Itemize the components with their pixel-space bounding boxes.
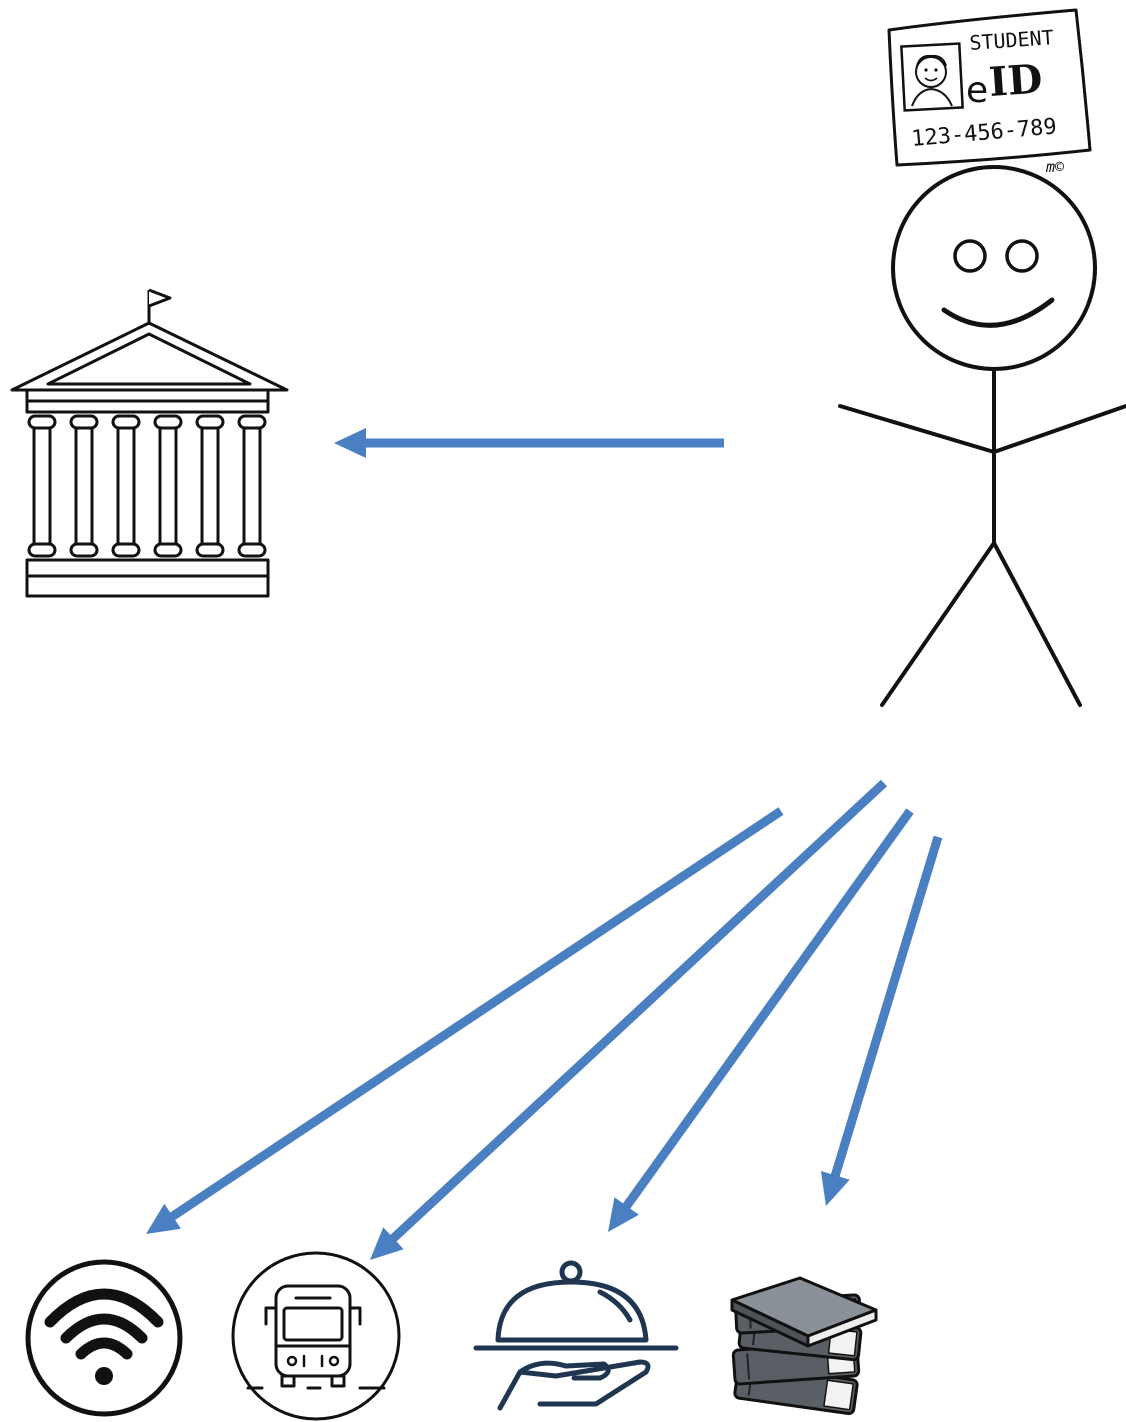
arrow-layer	[146, 428, 943, 1260]
arrow-to-books	[820, 835, 943, 1206]
arrow-to-food	[608, 808, 914, 1232]
building-column	[237, 414, 267, 558]
arrow-shaft	[621, 808, 914, 1211]
building-column	[27, 414, 57, 558]
arrowhead	[146, 1203, 181, 1234]
student-eid-card: STUDENT e ID 123-456-789 m©	[887, 8, 1092, 176]
id-label-id: ID	[987, 55, 1044, 106]
building-columns	[27, 414, 267, 558]
id-label-student: STUDENT	[969, 25, 1055, 55]
building-column	[195, 414, 225, 558]
university-building-icon	[10, 288, 289, 598]
book	[730, 1276, 878, 1348]
arrowhead	[608, 1197, 639, 1232]
arrowhead	[334, 428, 366, 458]
food-cloche-icon	[473, 1260, 679, 1411]
arrowhead	[820, 1171, 850, 1206]
building-column	[69, 414, 99, 558]
arrowhead	[370, 1227, 404, 1260]
arrow-to-bus	[370, 779, 888, 1260]
id-label-e: e	[966, 70, 988, 111]
stick-figure-icon	[838, 165, 1126, 707]
arrow-shaft	[830, 835, 943, 1179]
id-mark: m©	[1045, 158, 1065, 176]
building-column	[153, 414, 183, 558]
bus-icon	[231, 1251, 401, 1421]
building-column	[111, 414, 141, 558]
arrow-to-institution	[334, 428, 724, 458]
books-icon	[730, 1276, 878, 1416]
arrow-shaft	[388, 779, 888, 1243]
id-photo-icon	[900, 42, 964, 112]
arrow-to-wifi	[146, 807, 784, 1234]
wifi-icon	[25, 1259, 183, 1417]
arrow-shaft	[168, 807, 784, 1222]
